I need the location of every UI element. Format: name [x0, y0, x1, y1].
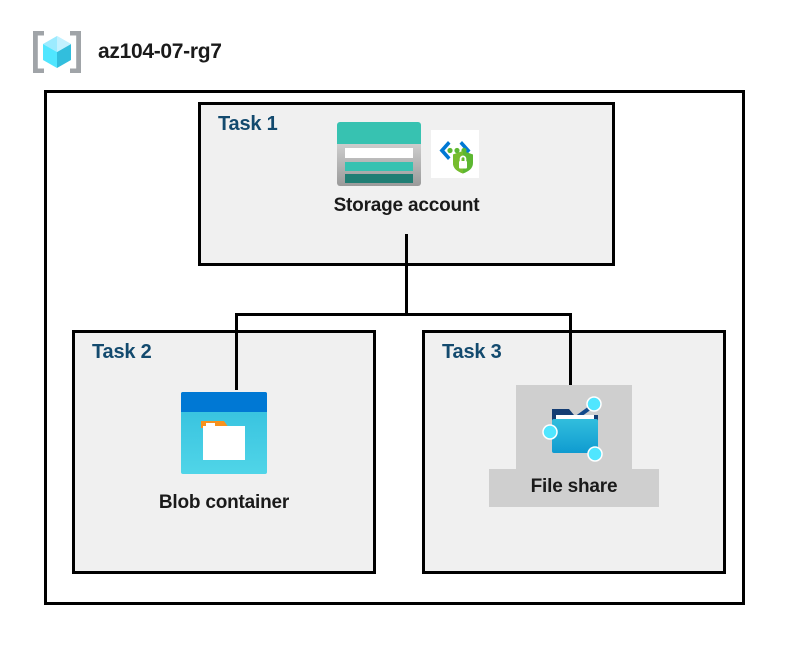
resource-group-header: az104-07-rg7 [30, 28, 222, 76]
file-share-icon-highlight [516, 385, 632, 471]
file-share-caption: File share [530, 476, 618, 497]
secure-endpoint-icon [430, 130, 479, 178]
node-storage-account[interactable]: Storage account [198, 120, 615, 217]
blob-container-caption: Blob container [158, 492, 290, 513]
file-share-caption-highlight: File share [488, 469, 660, 507]
task-2-label: Task 2 [92, 341, 152, 363]
storage-account-icon-row [335, 120, 479, 188]
storage-account-caption: Storage account [333, 195, 480, 216]
resource-group-title: az104-07-rg7 [98, 40, 222, 63]
node-blob-container[interactable]: Blob container [72, 390, 376, 514]
task-1-label: Task 1 [218, 113, 278, 135]
node-file-share[interactable]: File share [422, 385, 726, 507]
file-share-icon [542, 396, 603, 462]
storage-account-icon [336, 122, 421, 186]
blob-container-icon [181, 392, 267, 474]
resource-group-icon [33, 31, 81, 73]
task-3-label: Task 3 [442, 341, 502, 363]
